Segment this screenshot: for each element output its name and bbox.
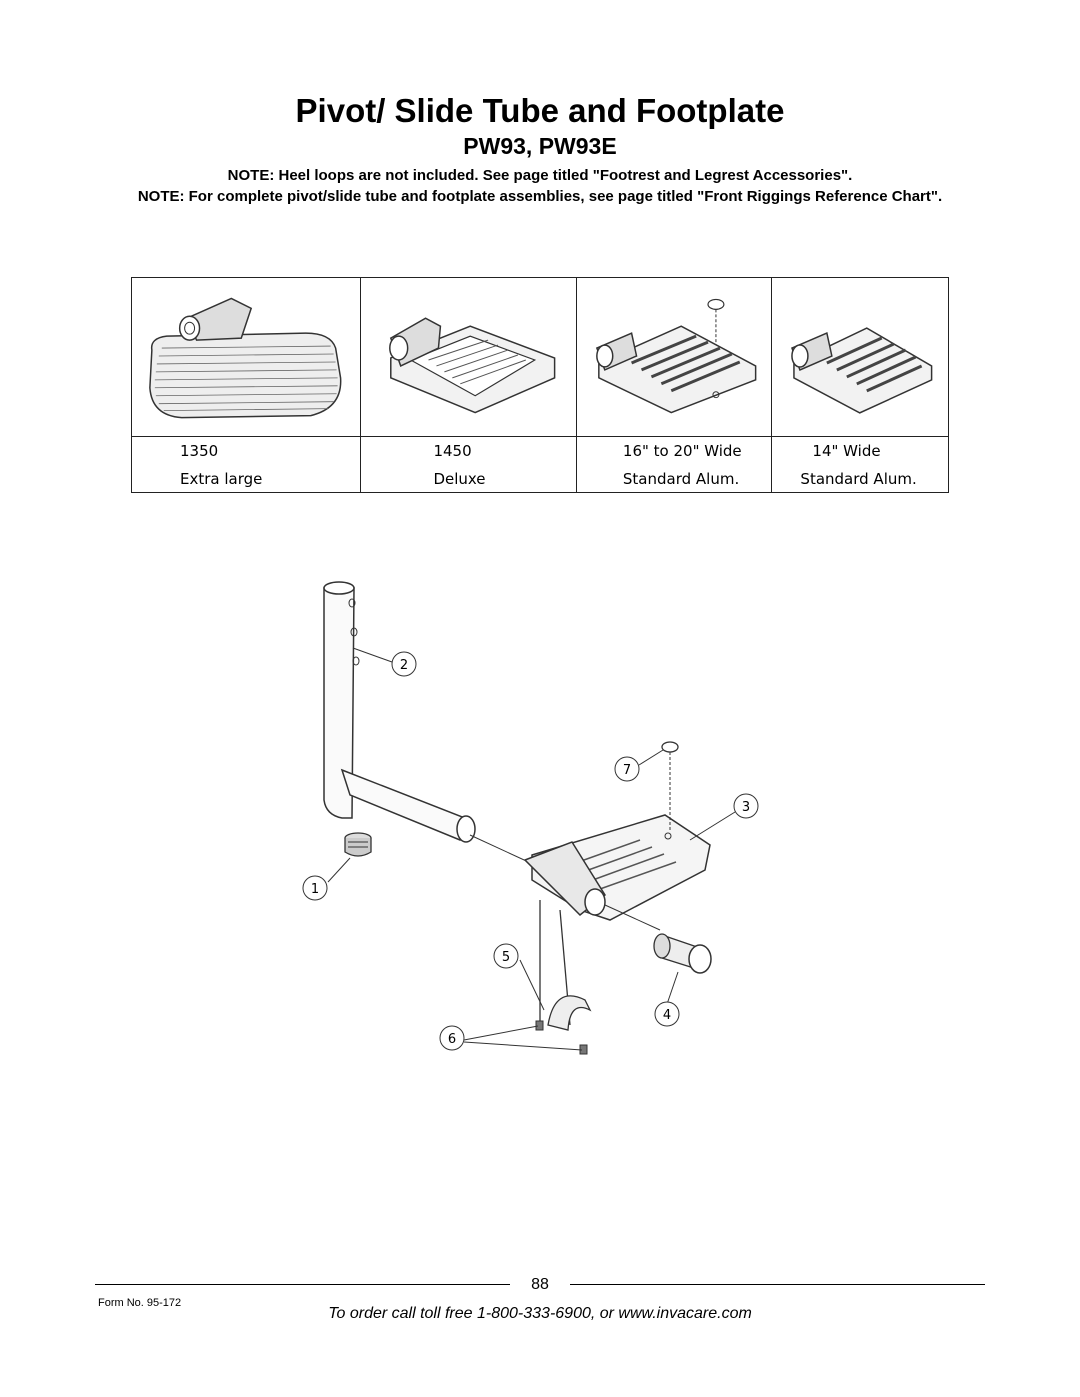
svg-text:1: 1 xyxy=(311,882,319,897)
page-title: Pivot/ Slide Tube and Footplate xyxy=(295,92,785,129)
footer-rule-left xyxy=(95,1284,510,1285)
footplate-cell-1450: 1450 Deluxe xyxy=(361,278,577,492)
svg-text:7: 7 xyxy=(623,763,631,778)
footplate-cell-14-wide: 14" Wide Standard Alum. xyxy=(772,278,948,492)
footplate-description: Deluxe xyxy=(433,470,486,488)
svg-text:6: 6 xyxy=(448,1032,456,1047)
footplate-extra-large-illustration xyxy=(132,278,360,436)
footplate-standard-alum-small-illustration xyxy=(772,278,948,436)
exploded-assembly-diagram: 2 1 7 3 4 5 6 xyxy=(280,570,800,1080)
roller-part xyxy=(653,933,712,974)
tube-part xyxy=(323,581,536,866)
footer-rule-right xyxy=(570,1284,985,1285)
svg-text:3: 3 xyxy=(742,800,750,815)
footplate-code: 14" Wide xyxy=(812,442,881,460)
notes: NOTE: Heel loops are not included. See p… xyxy=(60,165,1020,207)
model-subtitle: PW93, PW93E xyxy=(463,133,617,159)
footplate-table: 1350 Extra large 1450 Deluxe xyxy=(131,277,949,493)
footplate-code: 1350 xyxy=(180,442,219,460)
rivet-part xyxy=(661,741,679,830)
form-number: Form No. 95-172 xyxy=(98,1297,182,1309)
callout-3: 3 xyxy=(733,793,759,819)
bushing-part xyxy=(344,832,372,857)
note-assemblies: NOTE: For complete pivot/slide tube and … xyxy=(137,188,943,205)
cell-divider xyxy=(132,436,361,437)
page-number: 88 xyxy=(531,1276,549,1293)
cell-divider xyxy=(361,436,576,437)
svg-text:2: 2 xyxy=(400,658,408,673)
callout-4: 4 xyxy=(654,1001,680,1027)
callout-1: 1 xyxy=(302,875,328,901)
cell-divider xyxy=(576,436,772,437)
footplate-deluxe-illustration xyxy=(361,278,575,436)
footplate-cell-16-20-wide: 16" to 20" Wide Standard Alum. xyxy=(576,278,773,492)
note-heel-loops: NOTE: Heel loops are not included. See p… xyxy=(227,167,853,184)
svg-text:4: 4 xyxy=(663,1008,671,1023)
footplate-description: Standard Alum. xyxy=(622,470,740,488)
footplate-standard-alum-illustration xyxy=(577,278,772,436)
callout-7: 7 xyxy=(614,756,640,782)
footplate-code: 1450 xyxy=(433,442,472,460)
callout-2: 2 xyxy=(391,651,417,677)
order-info: To order call toll free 1-800-333-6900, … xyxy=(328,1305,752,1322)
footplate-code: 16" to 20" Wide xyxy=(622,442,742,460)
footplate-description: Extra large xyxy=(180,470,263,488)
callout-6: 6 xyxy=(439,1025,465,1051)
footplate-description: Standard Alum. xyxy=(800,470,917,488)
footplate-part xyxy=(523,814,711,1031)
callout-5: 5 xyxy=(493,943,519,969)
footplate-cell-1350: 1350 Extra large xyxy=(132,278,362,492)
svg-text:5: 5 xyxy=(502,950,510,965)
cell-divider xyxy=(772,436,948,437)
